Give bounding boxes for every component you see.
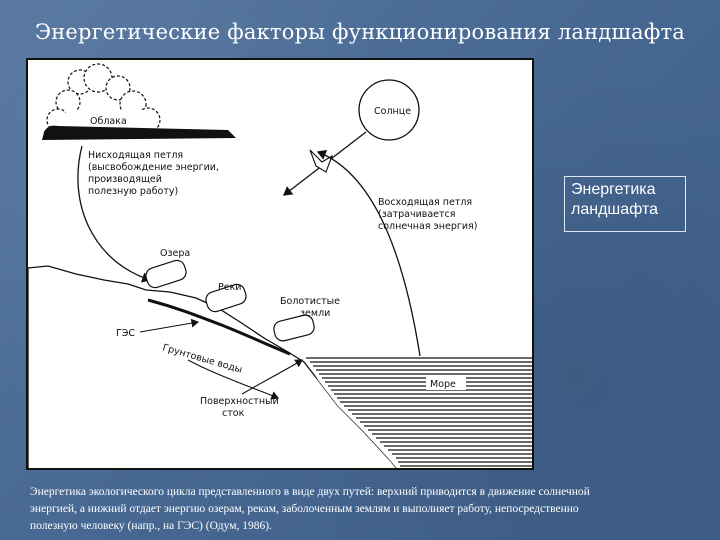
slide-title: Энергетические факторы функционирования …	[0, 20, 720, 44]
clouds-label: Облака	[90, 116, 127, 127]
lakes-label: Озера	[160, 248, 190, 259]
caption-line3: полезную человеку (напр., на ГЭС) (Одум,…	[30, 518, 702, 535]
diagram-svg: Облака Солнце Нисходящая петля (высвобож…	[28, 60, 534, 470]
caption-text: Энергетика экологического цикла представ…	[30, 484, 702, 535]
sea-label: Море	[430, 379, 456, 390]
ascending-loop-arrow	[318, 152, 420, 356]
rivers-label: Реки	[218, 282, 242, 293]
descending-loop-label: Нисходящая петля (высвобождение энергии,…	[88, 150, 222, 197]
side-label-line2: ландшафта	[571, 200, 679, 220]
sun-label: Солнце	[374, 106, 411, 117]
swamps-label: Болотистые земли	[280, 296, 343, 319]
water-cycle-diagram: Облака Солнце Нисходящая петля (высвобож…	[26, 58, 534, 470]
lakes-shape	[144, 258, 188, 289]
caption-line2: энергией, а нижний отдает энергию озерам…	[30, 501, 702, 518]
clouds-shape	[42, 64, 236, 140]
landscape-energy-box: Энергетика ландшафта	[564, 176, 686, 232]
ascending-loop-label: Восходящая петля (затрачивается солнечна…	[378, 197, 477, 232]
hydro-label: ГЭС	[116, 328, 135, 339]
caption-line1: Энергетика экологического цикла представ…	[30, 484, 702, 501]
side-label-line1: Энергетика	[571, 180, 679, 200]
